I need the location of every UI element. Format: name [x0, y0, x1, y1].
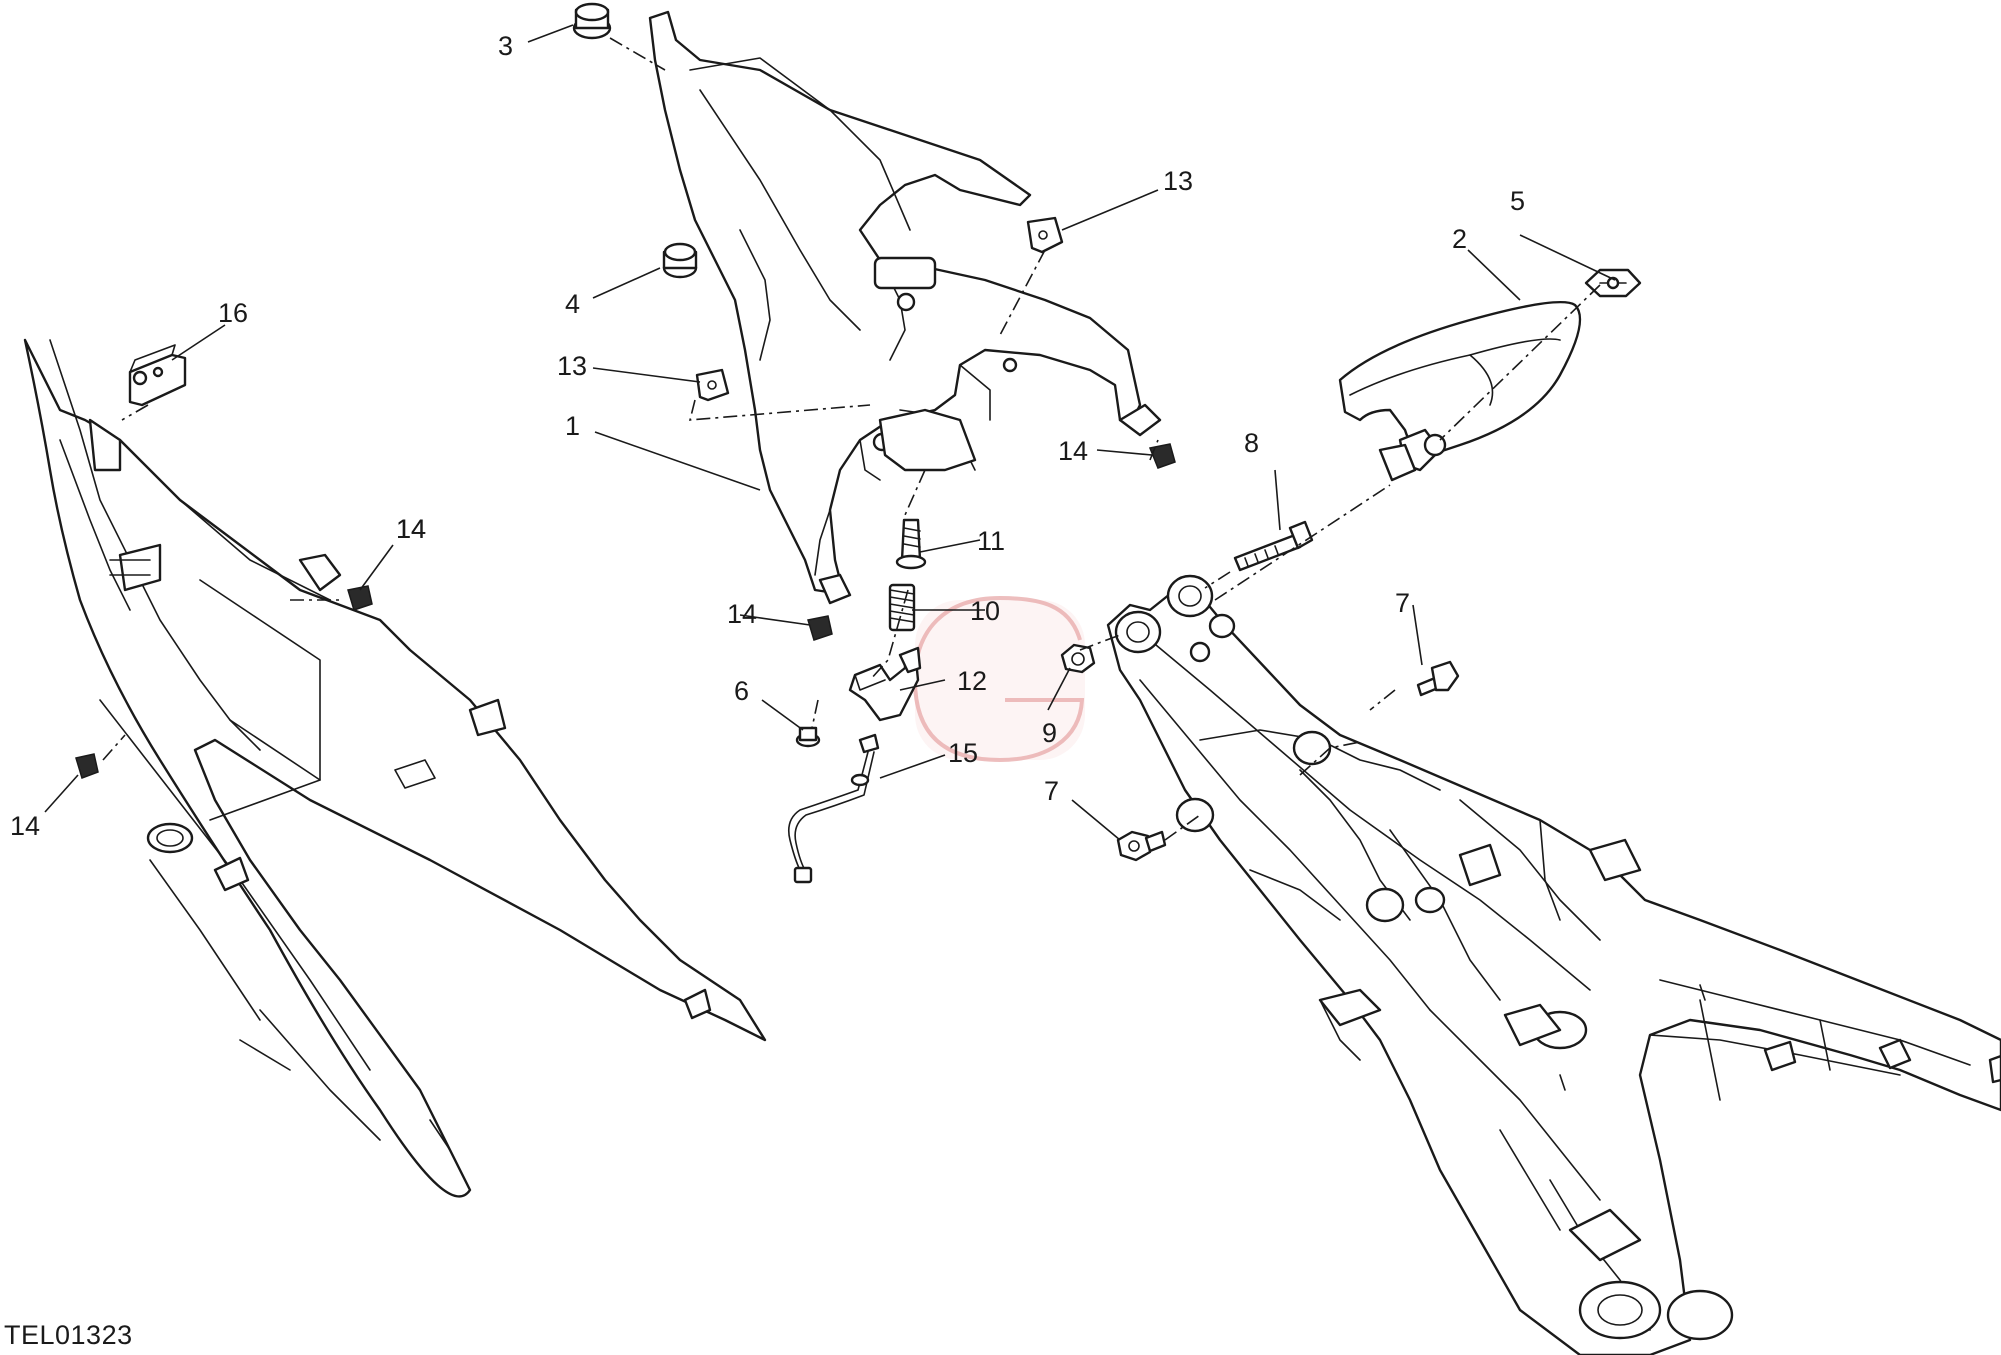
- nut-part-9: [1060, 643, 1096, 674]
- screw-part-6: [795, 726, 821, 748]
- clip-part-14-a: [1148, 443, 1176, 469]
- callout-14: 14: [396, 514, 426, 544]
- callout-12: 12: [957, 666, 987, 696]
- tail-bracket-part-1: [648, 10, 1162, 605]
- callout-2: 2: [1452, 224, 1467, 254]
- screw-part-11: [895, 518, 927, 570]
- grommet-part-3: [572, 2, 612, 40]
- speed-nut-part-13-lower: [695, 368, 730, 402]
- callout-8: 8: [1244, 428, 1259, 458]
- callout-4: 4: [565, 289, 580, 319]
- callout-16: 16: [218, 298, 248, 328]
- callout-3: 3: [498, 31, 513, 61]
- callout-7: 7: [1395, 588, 1410, 618]
- callout-14: 14: [1058, 436, 1088, 466]
- left-side-panel: [23, 338, 767, 1198]
- part-16-bracket: [128, 344, 187, 407]
- speed-nut-part-13-upper: [1026, 216, 1064, 254]
- callout-5: 5: [1510, 186, 1525, 216]
- sensor-cable-part-15: [787, 733, 880, 884]
- long-bolt-part-8: [1233, 520, 1314, 572]
- clip-part-14-d: [75, 753, 99, 779]
- main-frame: [1106, 574, 2001, 1355]
- assembly-axes: [102, 37, 1601, 841]
- bolt-part-7-upper: [1416, 660, 1460, 697]
- callout-9: 9: [1042, 718, 1057, 748]
- callout-14: 14: [727, 599, 757, 629]
- bracket-part-12: [848, 646, 922, 722]
- spring-part-10: [888, 583, 916, 632]
- callout-10: 10: [970, 596, 1000, 626]
- callout-13: 13: [1163, 166, 1193, 196]
- callout-11: 11: [977, 526, 1005, 556]
- callout-7: 7: [1044, 776, 1059, 806]
- grommet-part-4: [662, 242, 698, 279]
- leader-lines: [44, 24, 1616, 841]
- grab-handle-part-2: [1338, 300, 1582, 482]
- clip-part-14-c: [807, 615, 833, 641]
- callout-1: 1: [565, 411, 580, 441]
- callout-14: 14: [10, 811, 40, 841]
- bolt-part-5: [1584, 268, 1642, 298]
- callout-15: 15: [948, 738, 978, 768]
- callout-13: 13: [557, 351, 587, 381]
- drawing-code: TEL01323: [4, 1320, 133, 1350]
- callout-6: 6: [734, 676, 749, 706]
- callout-14: 14: [396, 514, 426, 544]
- bolt-part-7-lower: [1116, 830, 1167, 862]
